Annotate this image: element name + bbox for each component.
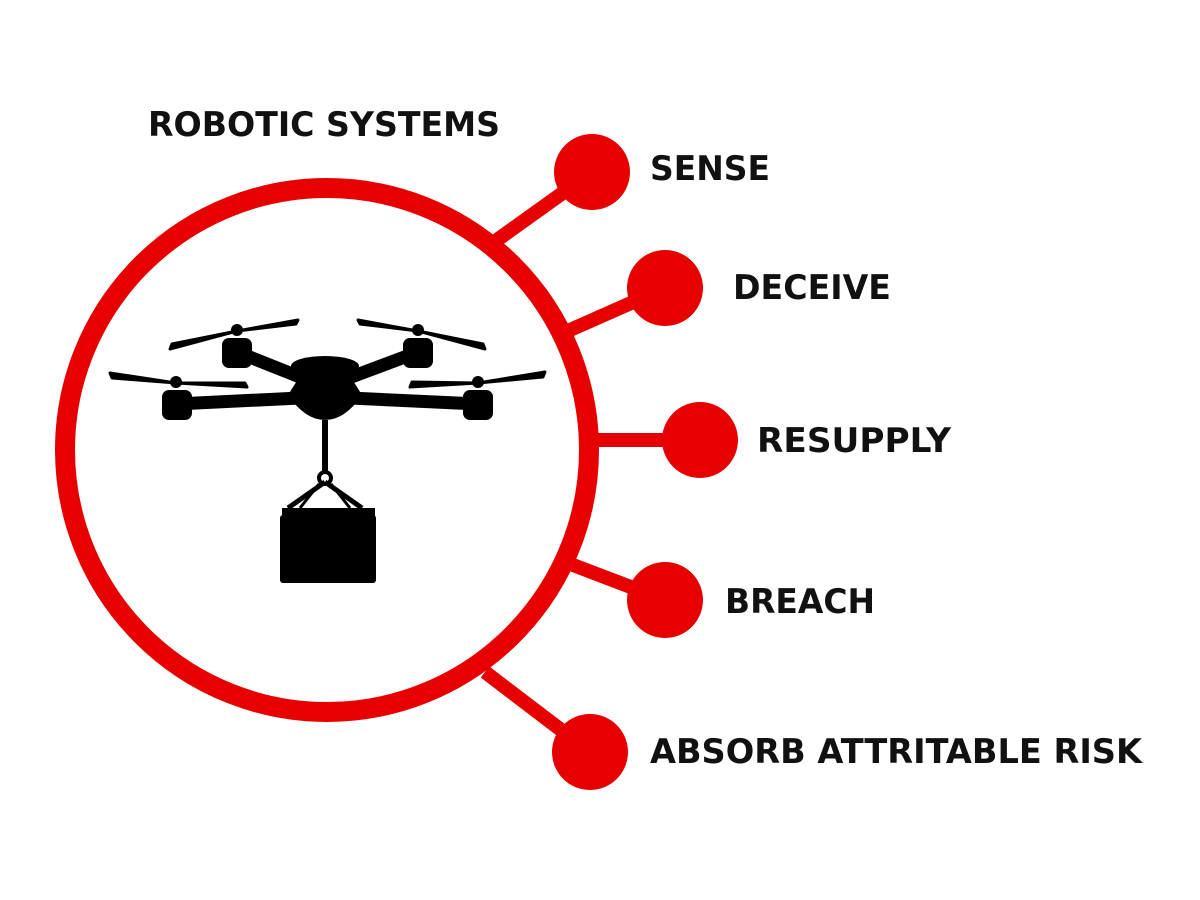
node-deceive (627, 250, 703, 326)
diagram-title: ROBOTIC SYSTEMS (148, 105, 500, 145)
node-resupply (662, 402, 738, 478)
node-absorb (552, 714, 628, 790)
drone-with-package-icon (108, 318, 547, 583)
label-deceive: DECEIVE (733, 268, 891, 308)
central-ring (55, 178, 599, 722)
label-absorb-attritable-risk: ABSORB ATTRITABLE RISK (650, 732, 1144, 772)
label-sense: SENSE (650, 149, 770, 189)
capability-nodes (552, 134, 738, 790)
label-breach: BREACH (725, 582, 875, 622)
node-sense (554, 134, 630, 210)
node-breach (627, 562, 703, 638)
label-resupply: RESUPPLY (757, 421, 951, 461)
